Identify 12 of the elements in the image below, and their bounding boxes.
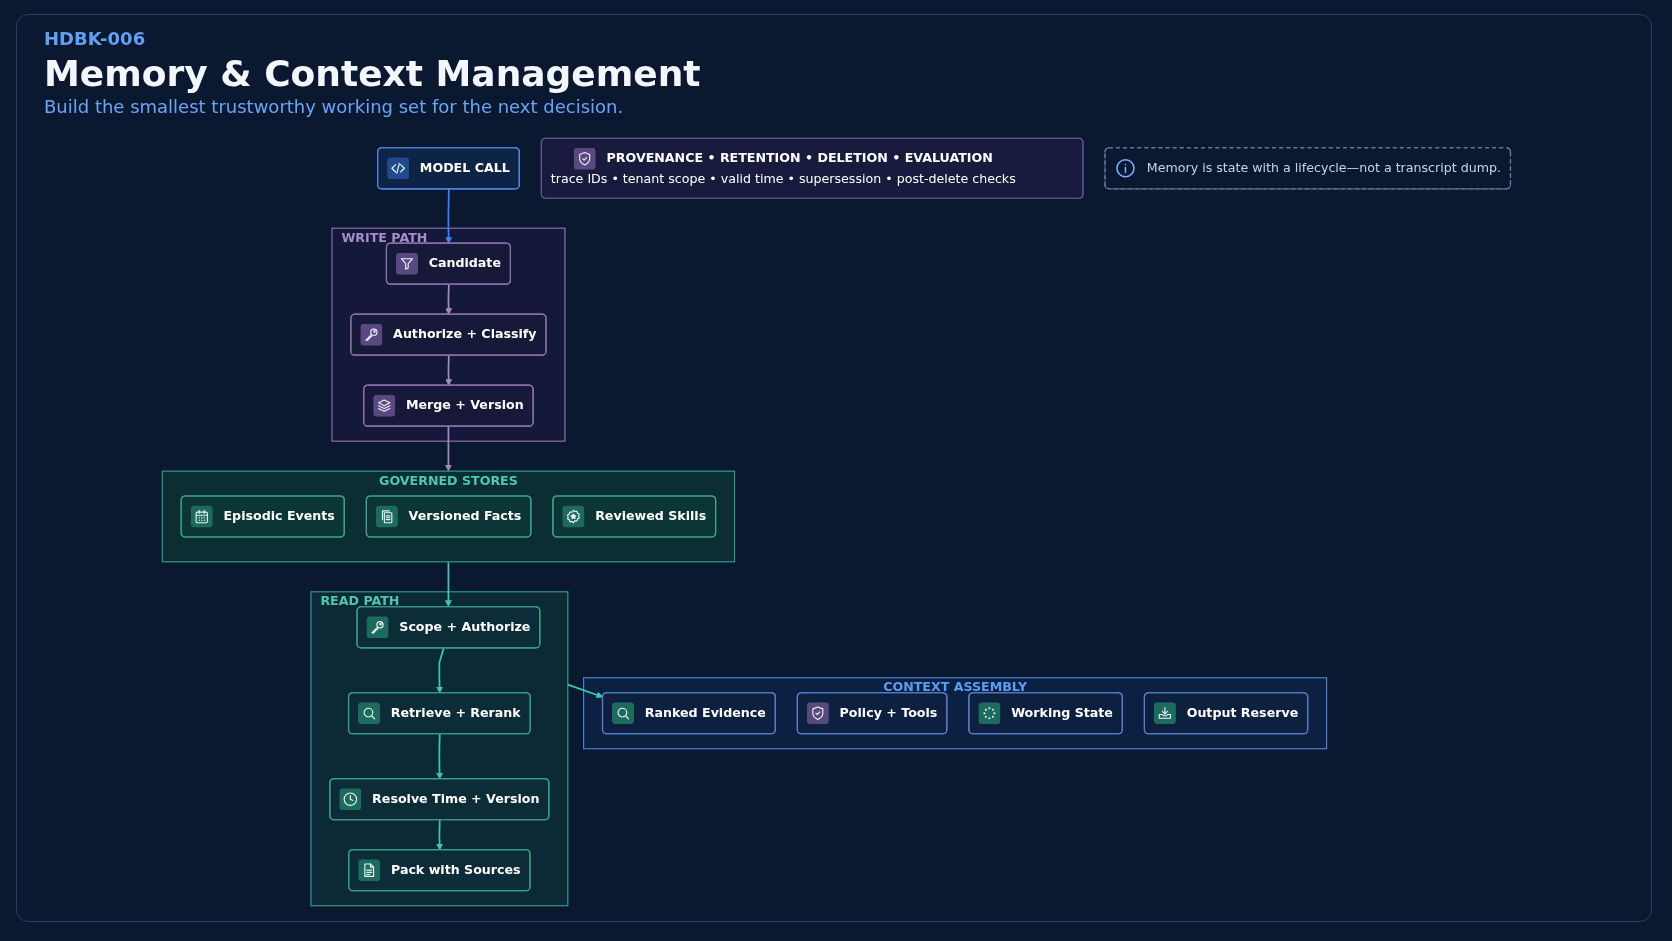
subtitle: Build the smallest trustworthy working set for the next decision. [44, 95, 624, 117]
arrow [444, 283, 452, 315]
title: Memory & Context Management [44, 52, 701, 94]
arrow [444, 560, 452, 608]
arrow [566, 683, 603, 699]
arrow [444, 425, 452, 472]
arrow [435, 733, 443, 780]
arrow [435, 647, 445, 694]
arrow [435, 819, 443, 851]
arrow [444, 354, 452, 386]
document-code: HDBK-006 [44, 28, 146, 49]
arrow [444, 188, 452, 244]
